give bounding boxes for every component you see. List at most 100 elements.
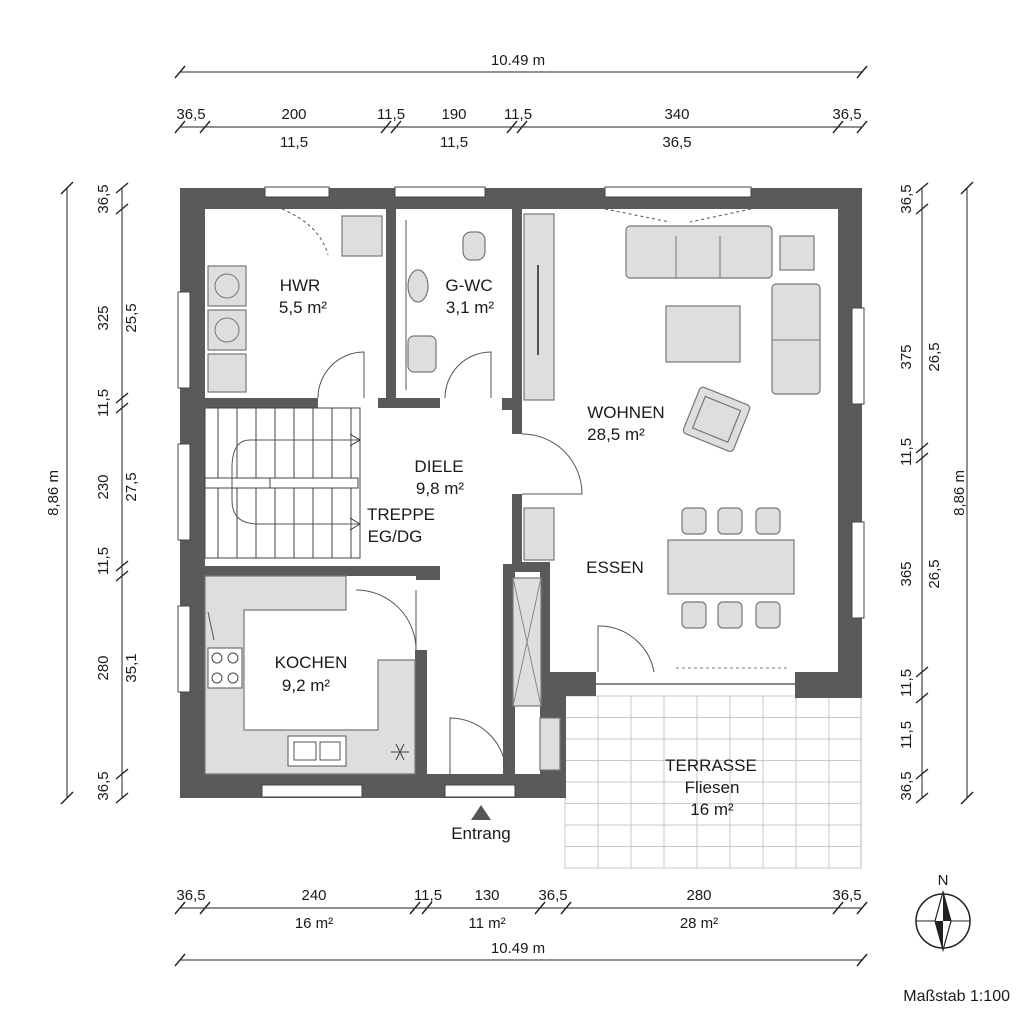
room-area-gwc: 3,1 m² — [446, 298, 495, 317]
terrace — [564, 695, 862, 869]
north-label: N — [938, 872, 949, 889]
dim-left-total: 8,86 m — [45, 470, 62, 516]
dimensions: 10.49 m 36,5 200 11,5 190 11,5 340 36,5 … — [45, 52, 974, 967]
dim-bottom-sub: 16 m² — [295, 915, 333, 932]
dim-bottom-seg: 11,5 — [414, 887, 442, 904]
dim-bottom-sub: 11 m² — [468, 915, 505, 932]
armchair-sofa-right — [771, 283, 821, 395]
dim-right-inner: 26,5 — [926, 559, 943, 588]
door-entrance — [449, 717, 507, 775]
scale-label: Maßstab 1:100 — [903, 988, 1010, 1005]
wall-wohnen-west-lower — [512, 494, 522, 564]
kitchen-counter — [204, 575, 416, 775]
window-treppe-west — [177, 443, 191, 541]
window-wohnen-east — [851, 307, 865, 405]
dim-left-seg: 280 — [95, 655, 112, 680]
window-kochen-south — [261, 784, 363, 798]
dim-bottom-seg: 280 — [686, 887, 711, 904]
utility-sink — [341, 215, 383, 257]
dim-top-seg: 36,5 — [176, 106, 205, 123]
terrace-tile-grid — [564, 695, 861, 869]
dim-left-inner: 35,1 — [123, 653, 140, 682]
dim-right-inner: 26,5 — [926, 342, 943, 371]
shoe-cabinet — [539, 717, 561, 771]
dim-top-sub: 11,5 — [280, 134, 308, 151]
dim-bottom-seg: 36,5 — [832, 887, 861, 904]
wall-wohnen-west-upper — [512, 209, 522, 434]
chair — [717, 507, 743, 535]
door-hwr-window-swing — [281, 208, 329, 256]
entrance-marker: Entrang — [451, 805, 511, 843]
dim-right-seg: 36,5 — [898, 771, 915, 800]
wall-east — [838, 188, 862, 698]
entrance-label: Entrang — [451, 824, 511, 843]
dim-left-seg: 11,5 — [95, 389, 112, 417]
door-hwr — [317, 351, 365, 399]
dim-left-seg: 11,5 — [95, 547, 112, 575]
dryer — [207, 309, 247, 351]
toilet-bowl — [407, 269, 429, 303]
armchair — [682, 386, 751, 452]
dim-top-seg: 11,5 — [377, 106, 405, 123]
north-arrow: N — [915, 872, 971, 953]
room-name-gwc: G-WC — [445, 276, 492, 295]
dim-top-seg: 200 — [281, 106, 306, 123]
dim-right-seg: 375 — [898, 344, 915, 369]
room-area-wohnen: 28,5 m² — [587, 425, 645, 444]
chair — [681, 601, 707, 629]
room-name-treppe: TREPPE — [367, 505, 435, 524]
kitchen-sink — [287, 735, 347, 767]
wall-diele-essen — [512, 562, 548, 572]
dim-right-seg: 11,5 — [898, 721, 915, 749]
dim-bottom-seg: 36,5 — [538, 887, 567, 904]
corner-cabinet-mark — [391, 743, 409, 761]
dim-bottom-total: 10.49 m — [491, 940, 545, 957]
window-hwr-top — [264, 186, 330, 198]
dim-bottom-seg: 240 — [301, 887, 326, 904]
dim-top-total: 10.49 m — [491, 52, 545, 69]
dim-top-sub: 11,5 — [440, 134, 468, 151]
room-area-kochen: 9,2 m² — [282, 676, 331, 695]
dim-right-total: 8,86 m — [951, 470, 968, 516]
dim-right-seg: 11,5 — [898, 438, 915, 466]
sofa — [625, 225, 773, 279]
dim-left-seg: 36,5 — [95, 771, 112, 800]
dim-left-inner: 25,5 — [123, 303, 140, 332]
furniture — [204, 213, 821, 775]
room-labels: HWR 5,5 m² G-WC 3,1 m² WOHNEN 28,5 m² DI… — [275, 276, 757, 819]
dim-left-inner: 27,5 — [123, 472, 140, 501]
chair — [755, 601, 781, 629]
wall-hwr-bottom-left — [205, 398, 318, 408]
dim-right-seg: 11,5 — [898, 669, 915, 697]
washing-machine — [207, 265, 247, 307]
window-entry-south — [444, 784, 516, 798]
room-name-diele: DIELE — [414, 457, 463, 476]
wall-terrace-corner-right — [795, 672, 862, 698]
cooktop — [207, 647, 243, 689]
room-name-essen: ESSEN — [586, 558, 644, 577]
dim-bottom-sub: 28 m² — [680, 915, 718, 932]
sideboard — [523, 507, 555, 561]
chair — [755, 507, 781, 535]
dim-top-seg: 340 — [664, 106, 689, 123]
room-sub-terrasse: Fliesen — [685, 778, 740, 797]
window-hwr-west — [177, 291, 191, 389]
entrance-arrow-icon — [471, 805, 491, 820]
wall-kochen-top — [205, 566, 440, 576]
dim-top-seg: 190 — [441, 106, 466, 123]
washing-machine-drum — [214, 273, 240, 299]
dim-top-sub: 36,5 — [662, 134, 691, 151]
staircase — [204, 407, 361, 559]
window-kochen-west — [177, 605, 191, 693]
wall-wc-bottom — [378, 398, 440, 408]
cabinet-hwr — [207, 353, 247, 393]
toilet-tank — [462, 231, 486, 261]
chair — [681, 507, 707, 535]
room-name-terrasse: TERRASSE — [665, 756, 757, 775]
wall-terrace-corner-left — [540, 672, 596, 696]
window-essen-east — [851, 521, 865, 619]
doors — [281, 208, 752, 775]
dim-left-seg: 36,5 — [95, 184, 112, 213]
window-wohnen-top — [604, 186, 752, 198]
